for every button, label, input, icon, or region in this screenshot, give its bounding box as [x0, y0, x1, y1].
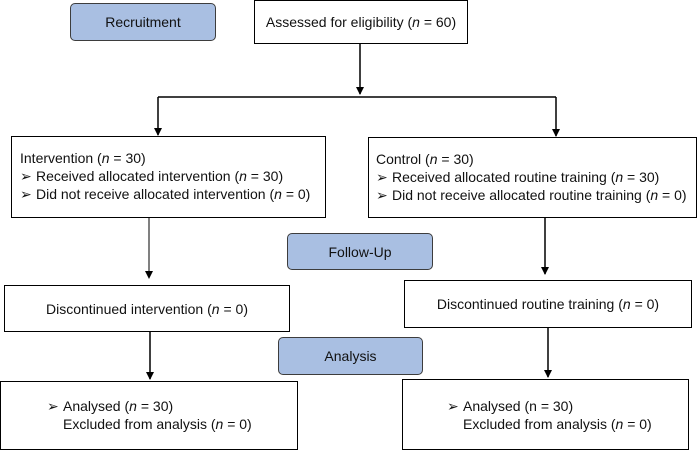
arrowhead-bullet-icon: ➢	[376, 187, 388, 203]
control-received-suffix: = 30)	[623, 169, 660, 185]
control-excluded-n-label: n	[615, 416, 624, 432]
eligibility-suffix: = 60)	[419, 14, 457, 30]
intervention-title-prefix: Intervention (	[20, 150, 102, 166]
control-discontinued-n-label: n	[622, 296, 631, 312]
control-title-suffix: = 30)	[437, 151, 474, 167]
control-not-received-suffix: = 0)	[658, 187, 687, 203]
eligibility-prefix: Assessed for eligibility (	[265, 14, 413, 30]
eligibility-assessment-text: Assessed for eligibility (n = 60)	[266, 13, 456, 31]
arrowhead-bullet-icon: ➢	[47, 398, 59, 414]
intervention-analysed-n-label: n	[129, 398, 137, 414]
follow-up-stage-text: Follow-Up	[328, 243, 392, 260]
control-excluded-prefix: Excluded from analysis (	[463, 416, 616, 432]
control-discontinued-suffix: = 0)	[630, 296, 660, 312]
control-excluded-suffix: = 0)	[623, 416, 652, 432]
control-not-received-text: Did not receive allocated routine traini…	[392, 186, 687, 204]
control-title-n-label: n	[429, 151, 438, 167]
eligibility-assessment-box: Assessed for eligibility (n = 60)	[254, 0, 468, 44]
intervention-received-prefix: Received allocated intervention (	[36, 168, 240, 184]
control-allocation-title: Control (n = 30)	[376, 150, 696, 168]
intervention-title-suffix: = 30)	[109, 150, 146, 166]
analysis-stage-label: Analysis	[278, 337, 423, 375]
intervention-not-received-text: Did not receive allocated intervention (…	[36, 185, 310, 203]
intervention-analysed-prefix: Analysed (	[63, 398, 130, 414]
control-allocation-box: Control (n = 30) ➢ Received allocated ro…	[368, 137, 697, 218]
control-excluded-text: Excluded from analysis (n = 0)	[447, 415, 688, 433]
control-received-n-label: n	[615, 169, 624, 185]
intervention-title-n-label: n	[101, 150, 110, 166]
intervention-discontinued-n-label: n	[211, 300, 220, 317]
analysis-stage-text: Analysis	[324, 348, 377, 364]
intervention-excluded-prefix: Excluded from analysis (	[63, 416, 216, 432]
intervention-discontinued-text: Discontinued intervention (n = 0)	[46, 300, 248, 318]
recruitment-stage-text: Recruitment	[105, 14, 181, 30]
intervention-analysis-box: ➢ Analysed (n = 30) Excluded from analys…	[0, 381, 298, 450]
arrowhead-bullet-icon: ➢	[20, 168, 32, 184]
intervention-received-n-label: n	[239, 168, 247, 184]
intervention-not-received-n-label: n	[274, 186, 282, 202]
control-discontinued-text: Discontinued routine training (n = 0)	[437, 295, 659, 313]
intervention-received-item: ➢ Received allocated intervention (n = 3…	[20, 167, 325, 185]
intervention-discontinued-prefix: Discontinued intervention (	[46, 300, 212, 317]
intervention-received-suffix: = 30)	[246, 168, 284, 184]
arrowhead-bullet-icon: ➢	[20, 186, 32, 202]
intervention-excluded-text: Excluded from analysis (n = 0)	[47, 415, 297, 433]
control-received-item: ➢ Received allocated routine training (n…	[376, 168, 696, 186]
control-received-text: Received allocated routine training (n =…	[392, 168, 659, 186]
recruitment-stage-label: Recruitment	[70, 3, 216, 41]
intervention-excluded-n-label: n	[215, 416, 224, 432]
intervention-analysed-suffix: = 30)	[136, 398, 174, 414]
intervention-analysed-item: ➢ Analysed (n = 30)	[47, 397, 297, 415]
intervention-follow-up-box: Discontinued intervention (n = 0)	[4, 285, 290, 332]
intervention-received-text: Received allocated intervention (n = 30)	[36, 167, 283, 185]
control-title-prefix: Control (	[376, 151, 430, 167]
intervention-not-received-prefix: Did not receive allocated intervention (	[36, 186, 275, 202]
arrowhead-bullet-icon: ➢	[447, 398, 459, 414]
intervention-not-received-suffix: = 0)	[281, 186, 311, 202]
follow-up-stage-label: Follow-Up	[287, 233, 433, 270]
intervention-excluded-suffix: = 0)	[223, 416, 252, 432]
control-received-prefix: Received allocated routine training (	[392, 169, 616, 185]
control-not-received-item: ➢ Did not receive allocated routine trai…	[376, 186, 696, 204]
intervention-analysed-text: Analysed (n = 30)	[63, 397, 173, 415]
intervention-discontinued-suffix: = 0)	[219, 300, 248, 317]
intervention-allocation-box: Intervention (n = 30) ➢ Received allocat…	[11, 136, 326, 218]
arrowhead-bullet-icon: ➢	[376, 169, 388, 185]
control-analysed-item: ➢ Analysed (n = 30)	[447, 397, 688, 415]
intervention-allocation-title: Intervention (n = 30)	[20, 149, 325, 167]
control-analysed-text: Analysed (n = 30)	[463, 398, 574, 414]
control-follow-up-box: Discontinued routine training (n = 0)	[404, 280, 692, 328]
eligibility-n-label: n	[412, 14, 420, 30]
intervention-not-received-item: ➢ Did not receive allocated intervention…	[20, 185, 325, 203]
control-not-received-n-label: n	[650, 187, 659, 203]
control-discontinued-prefix: Discontinued routine training (	[436, 296, 623, 312]
control-analysis-box: ➢ Analysed (n = 30) Excluded from analys…	[402, 379, 689, 450]
control-not-received-prefix: Did not receive allocated routine traini…	[392, 187, 651, 203]
